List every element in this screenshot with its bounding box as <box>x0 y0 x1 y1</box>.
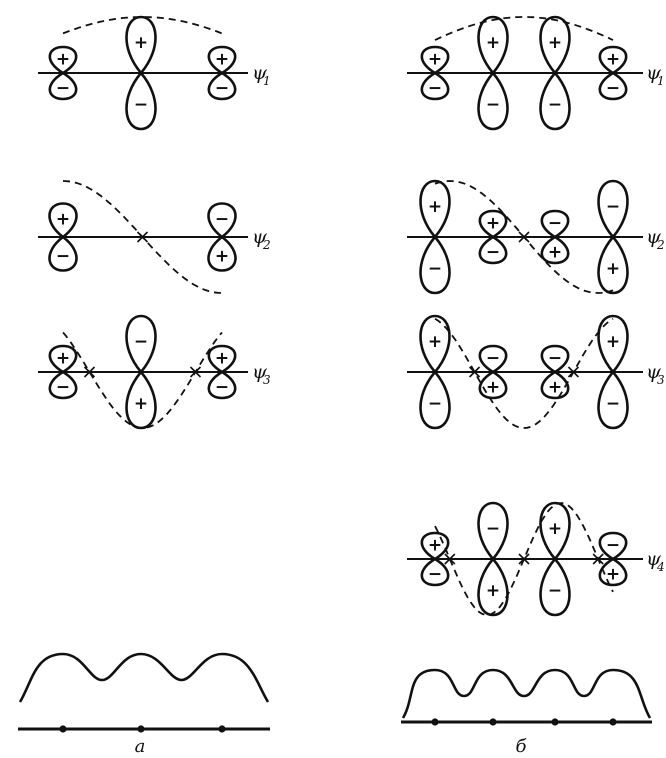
phase-sign-bottom: − <box>215 377 229 397</box>
phase-sign-bottom: − <box>548 581 562 601</box>
phase-sign-top: + <box>134 33 148 53</box>
phase-sign-bottom: − <box>486 242 500 262</box>
psi3-index: 3 <box>657 373 665 387</box>
phase-sign-top: − <box>606 536 620 556</box>
panel-b-caption: б <box>516 736 528 757</box>
phase-sign-bottom: + <box>606 259 620 279</box>
phase-sign-bottom: − <box>215 78 229 98</box>
atom-dot <box>59 725 66 732</box>
phase-sign-bottom: − <box>56 377 70 397</box>
phase-sign-top: − <box>548 349 562 369</box>
phase-sign-bottom: − <box>606 394 620 414</box>
phase-sign-bottom: + <box>134 394 148 414</box>
phase-sign-top: + <box>215 349 229 369</box>
atom-dot <box>489 718 496 725</box>
phase-sign-top: + <box>56 210 70 230</box>
electron-density-curve <box>403 670 650 718</box>
wave-envelope <box>435 17 613 40</box>
phase-sign-top: − <box>548 214 562 234</box>
psi4-index: 4 <box>656 560 665 574</box>
phase-sign-top: − <box>486 349 500 369</box>
phase-sign-bottom: − <box>548 95 562 115</box>
panel-a-density <box>18 654 270 733</box>
phase-sign-top: + <box>428 332 442 352</box>
panel-a-caption: a <box>135 736 146 757</box>
psi2-index: 2 <box>656 238 665 252</box>
wave-envelope <box>435 319 613 428</box>
atom-dot <box>137 725 144 732</box>
phase-sign-top: + <box>215 50 229 70</box>
phase-sign-bottom: − <box>428 394 442 414</box>
psi2-index: 2 <box>262 238 271 252</box>
psi3-index: 3 <box>263 373 271 387</box>
phase-sign-top: + <box>606 50 620 70</box>
phase-sign-bottom: + <box>215 246 229 266</box>
phase-sign-top: + <box>428 50 442 70</box>
panel-b-psi1-row: ψ1+−+−+−+− <box>407 17 665 129</box>
panel-b: ψ1+−+−+−+−ψ2+−+−−+−+ψ3+−−+−++−ψ4+−−++−−+ <box>401 17 665 726</box>
phase-sign-top: − <box>606 197 620 217</box>
panel-a: ψ1+−+−+−ψ2+−−+ψ3+−−++− <box>18 17 271 733</box>
phase-sign-bottom: + <box>486 581 500 601</box>
phase-sign-top: + <box>548 519 562 539</box>
psi1-index: 1 <box>657 74 665 88</box>
phase-sign-top: + <box>56 50 70 70</box>
panel-a-psi3-row: ψ3+−−++− <box>38 316 271 428</box>
atom-dot <box>431 718 438 725</box>
phase-sign-top: + <box>548 33 562 53</box>
atom-dot <box>218 725 225 732</box>
phase-sign-top: + <box>486 214 500 234</box>
psi1-index: 1 <box>263 74 271 88</box>
phase-sign-top: − <box>215 210 229 230</box>
phase-sign-bottom: − <box>56 246 70 266</box>
phase-sign-top: + <box>486 33 500 53</box>
phase-sign-bottom: + <box>486 377 500 397</box>
phase-sign-bottom: − <box>134 95 148 115</box>
panel-b-psi2-row: ψ2+−+−−+−+ <box>407 181 665 293</box>
phase-sign-top: + <box>428 197 442 217</box>
phase-sign-top: + <box>428 536 442 556</box>
panel-b-psi4-row: ψ4+−−++−−+ <box>407 503 665 615</box>
phase-sign-top: + <box>56 349 70 369</box>
phase-sign-bottom: − <box>486 95 500 115</box>
phase-sign-bottom: − <box>428 78 442 98</box>
panel-b-psi3-row: ψ3+−−+−++− <box>407 316 665 428</box>
phase-sign-top: − <box>486 519 500 539</box>
panel-a-psi1-row: ψ1+−+−+− <box>38 17 271 129</box>
atom-dot <box>551 718 558 725</box>
phase-sign-top: − <box>134 332 148 352</box>
atom-dot <box>609 718 616 725</box>
panel-a-psi2-row: ψ2+−−+ <box>38 181 271 293</box>
phase-sign-bottom: − <box>606 78 620 98</box>
panel-b-density <box>401 670 652 726</box>
phase-sign-bottom: + <box>548 242 562 262</box>
phase-sign-bottom: − <box>56 78 70 98</box>
phase-sign-bottom: − <box>428 259 442 279</box>
phase-sign-top: + <box>606 332 620 352</box>
phase-sign-bottom: − <box>428 564 442 584</box>
electron-density-curve <box>20 654 268 702</box>
